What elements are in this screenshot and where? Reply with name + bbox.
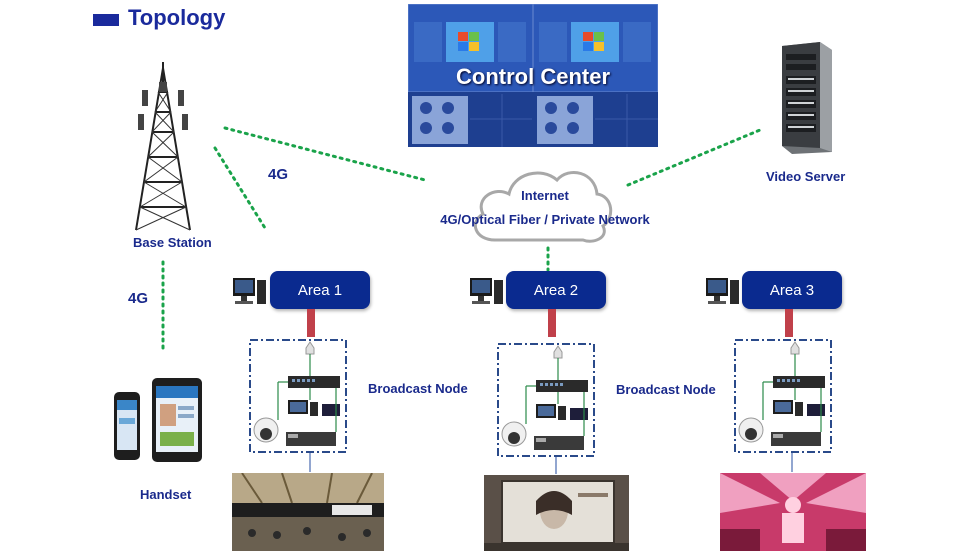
monitor-wall-icon (408, 4, 658, 147)
area-1-photo (232, 473, 384, 551)
area-1-button[interactable]: Area 1 (270, 271, 370, 309)
page-title: Topology (128, 5, 226, 30)
video-server-label: Video Server (766, 169, 846, 184)
base-station-label: Base Station (133, 235, 212, 250)
control-center-image: Control Center (408, 4, 658, 147)
broadcast-node-label-2: Broadcast Node (616, 382, 716, 397)
control-center-label: Control Center (456, 64, 610, 89)
link-server-cloud (626, 128, 762, 187)
broadcast-node-box-2 (497, 343, 595, 457)
area-3-link (785, 309, 793, 337)
pc-icon (233, 278, 266, 304)
broadcast-node-label-1: Broadcast Node (368, 381, 468, 396)
area-2-photo (484, 475, 629, 551)
node-2-equipment (501, 345, 588, 450)
link-tower-cloud-b (213, 146, 267, 230)
cloud-line1: Internet (521, 188, 569, 203)
broadcast-node-box-3 (734, 339, 832, 453)
pc-icon (706, 278, 739, 304)
handset-icon (114, 378, 202, 462)
server-icon (782, 42, 832, 154)
area-3-photo (720, 473, 866, 551)
link-label-4g-cloud: 4G (268, 166, 289, 183)
cloud-icon (473, 171, 613, 243)
node-3-equipment (738, 341, 825, 446)
cloud-line2: 4G/Optical Fiber / Private Network (440, 212, 650, 227)
area-1-link (307, 309, 315, 337)
handset-label: Handset (140, 487, 192, 502)
area-2-button[interactable]: Area 2 (506, 271, 606, 309)
area-2-link (548, 309, 556, 337)
area-3-button[interactable]: Area 3 (742, 271, 842, 309)
link-tower-cloud-a (223, 126, 427, 182)
title-marker (93, 14, 119, 26)
node-1-equipment (253, 341, 340, 446)
pc-icon (470, 278, 503, 304)
link-label-4g-handset: 4G (128, 290, 149, 307)
cell-tower-icon (135, 62, 191, 231)
broadcast-node-box-1 (249, 339, 347, 453)
